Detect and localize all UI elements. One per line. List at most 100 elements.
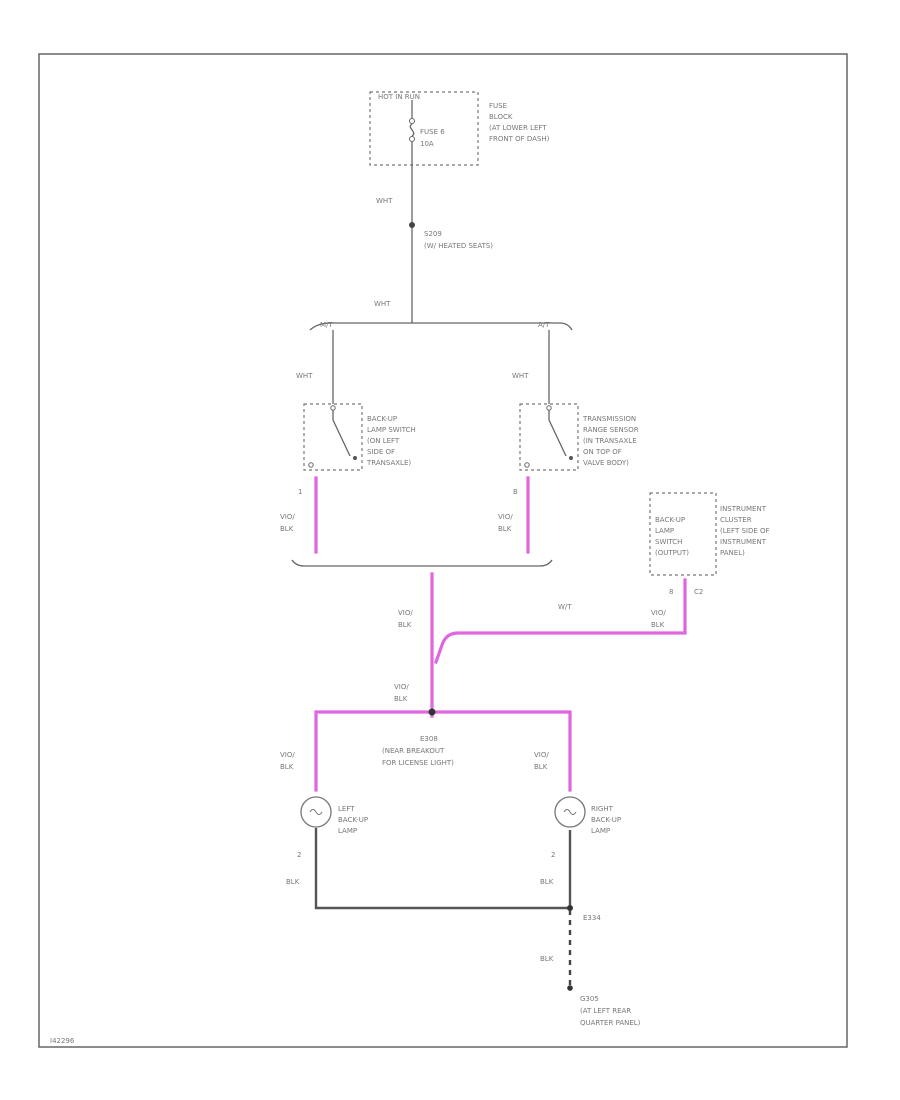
- splice-e334-id: E334: [583, 914, 601, 922]
- left-lamp-label-1: LEFT: [338, 805, 355, 813]
- fuse-terminal-bottom: [409, 136, 415, 142]
- right-lamp-pin: 2: [551, 851, 555, 859]
- fuse-terminal-top: [409, 118, 415, 124]
- range-sensor-label-1: TRANSMISSION: [582, 415, 636, 423]
- range-sensor-terminal-bottom: [524, 462, 530, 468]
- at-output-color-2: BLK: [498, 525, 512, 533]
- transmission-range-sensor: TRANSMISSION RANGE SENSOR (IN TRANSAXLE …: [513, 403, 639, 496]
- cluster-label-1: INSTRUMENT: [720, 505, 767, 513]
- right-lamp-bulb-icon: [554, 796, 586, 828]
- left-ground-color: BLK: [286, 878, 300, 886]
- wt-label: W/T: [558, 603, 572, 611]
- range-sensor-label-5: VALVE BODY): [583, 459, 629, 467]
- fuse-symbol: [409, 100, 415, 165]
- fuse-rating: 10A: [420, 140, 434, 148]
- left-feed-color-1: VIO/: [280, 751, 295, 759]
- splice-e308-dot: [428, 708, 436, 716]
- right-ground-color: BLK: [540, 878, 554, 886]
- ground-wire-color: BLK: [540, 955, 554, 963]
- backup-switch-terminal-bottom: [308, 462, 314, 468]
- backup-switch-outline: [303, 403, 363, 471]
- e308-wire-color-2: BLK: [394, 695, 408, 703]
- splice-e334-dot: [567, 905, 573, 911]
- left-feed-color-2: BLK: [280, 763, 294, 771]
- wire-color-wht-2: WHT: [374, 300, 391, 308]
- mt-output-color-2: BLK: [280, 525, 294, 533]
- right-lamp-label-2: BACK-UP: [591, 816, 621, 824]
- wire-color-wht-1: WHT: [376, 197, 393, 205]
- right-lamp-label-1: RIGHT: [591, 805, 614, 813]
- wire-color-wht-3: WHT: [296, 372, 313, 380]
- backup-switch-contact-point: [353, 456, 357, 460]
- instrument-cluster: BACK-UP LAMP SWITCH (OUTPUT) INSTRUMENT …: [649, 492, 770, 596]
- wire-color-wht-4: WHT: [512, 372, 529, 380]
- backup-switch-label-3: (ON LEFT: [367, 437, 400, 445]
- cluster-pin: 8: [669, 588, 673, 596]
- cluster-box-label-2: LAMP: [655, 527, 674, 535]
- cluster-box-label-3: SWITCH: [655, 538, 682, 546]
- mt-output-color-1: VIO/: [280, 513, 295, 521]
- lamp-feed-wire: [314, 710, 572, 792]
- splice-e308-note-1: (NEAR BREAKOUT: [382, 747, 445, 755]
- option-mt-label: M/T: [320, 321, 333, 329]
- option-at-label: A/T: [538, 321, 550, 329]
- fuse-number: FUSE 6: [420, 128, 445, 136]
- left-lamp-filament: [309, 809, 323, 815]
- ground-location-1: (AT LEFT REAR: [580, 1007, 631, 1015]
- merged-wire-color-1: VIO/: [398, 609, 413, 617]
- right-lamp-label-3: LAMP: [591, 827, 610, 835]
- merged-wire-color-2: BLK: [398, 621, 412, 629]
- splice-s209-note: (W/ HEATED SEATS): [424, 242, 493, 250]
- cluster-label-3: (LEFT SIDE OF: [720, 527, 770, 535]
- cluster-wire-color-2: BLK: [651, 621, 665, 629]
- backup-switch-pin: 1: [298, 488, 302, 496]
- range-sensor-contact: [548, 410, 567, 457]
- left-lamp-pin: 2: [297, 851, 301, 859]
- cluster-label-5: PANEL): [720, 549, 745, 557]
- range-sensor-pin: B: [513, 488, 518, 496]
- at-output-color-1: VIO/: [498, 513, 513, 521]
- diagram-frame: [38, 53, 848, 1048]
- left-backup-lamp: LEFT BACK-UP LAMP 2: [297, 796, 368, 859]
- transmission-option-bracket: [309, 322, 573, 331]
- figure-id: I42296: [50, 1037, 75, 1045]
- cluster-output-wire: [433, 578, 687, 665]
- hot-in-run-label: HOT IN RUN: [378, 93, 420, 101]
- ground-g305-icon: [567, 985, 573, 991]
- ground-id: G305: [580, 995, 599, 1003]
- splice-s209-id: S209: [424, 230, 442, 238]
- range-sensor-label-3: (IN TRANSAXLE: [583, 437, 637, 445]
- ground-location-2: QUARTER PANEL): [580, 1019, 641, 1027]
- backup-switch-label-2: LAMP SWITCH: [367, 426, 416, 434]
- right-feed-color-2: BLK: [534, 763, 548, 771]
- left-lamp-label-3: LAMP: [338, 827, 357, 835]
- fuse-block-location-1: FUSE: [489, 102, 507, 110]
- cluster-wire-color-1: VIO/: [651, 609, 666, 617]
- right-backup-lamp: RIGHT BACK-UP LAMP 2: [551, 796, 621, 859]
- range-sensor-label-4: ON TOP OF: [583, 448, 622, 456]
- right-feed-color-1: VIO/: [534, 751, 549, 759]
- backup-lamp-switch: BACK-UP LAMP SWITCH (ON LEFT SIDE OF TRA…: [298, 403, 416, 496]
- cluster-box-label-1: BACK-UP: [655, 516, 685, 524]
- backup-switch-terminal-top: [330, 405, 336, 411]
- option-merge-bracket: [291, 559, 553, 567]
- cluster-box-label-4: (OUTPUT): [655, 549, 689, 557]
- splice-e308-id: E308: [420, 735, 438, 743]
- range-sensor-label-2: RANGE SENSOR: [583, 426, 639, 434]
- fuse-block: HOT IN RUN FUSE 6 10A FUSE BLOCK (AT LOW…: [369, 91, 550, 166]
- left-lamp-bulb-icon: [300, 796, 332, 828]
- cluster-outline: [649, 492, 717, 576]
- splice-s209-dot: [409, 222, 415, 228]
- backup-switch-label-1: BACK-UP: [367, 415, 397, 423]
- e308-wire-color-1: VIO/: [394, 683, 409, 691]
- backup-switch-contact: [332, 410, 351, 457]
- fuse-block-location-3: (AT LOWER LEFT: [489, 124, 547, 132]
- fuse-block-location-2: BLOCK: [489, 113, 513, 121]
- range-sensor-terminal-top: [546, 405, 552, 411]
- fuse-block-location-4: FRONT OF DASH): [489, 135, 550, 143]
- cluster-label-2: CLUSTER: [720, 516, 752, 524]
- range-sensor-outline: [519, 403, 579, 471]
- range-sensor-contact-point: [569, 456, 573, 460]
- backup-switch-label-4: SIDE OF: [367, 448, 395, 456]
